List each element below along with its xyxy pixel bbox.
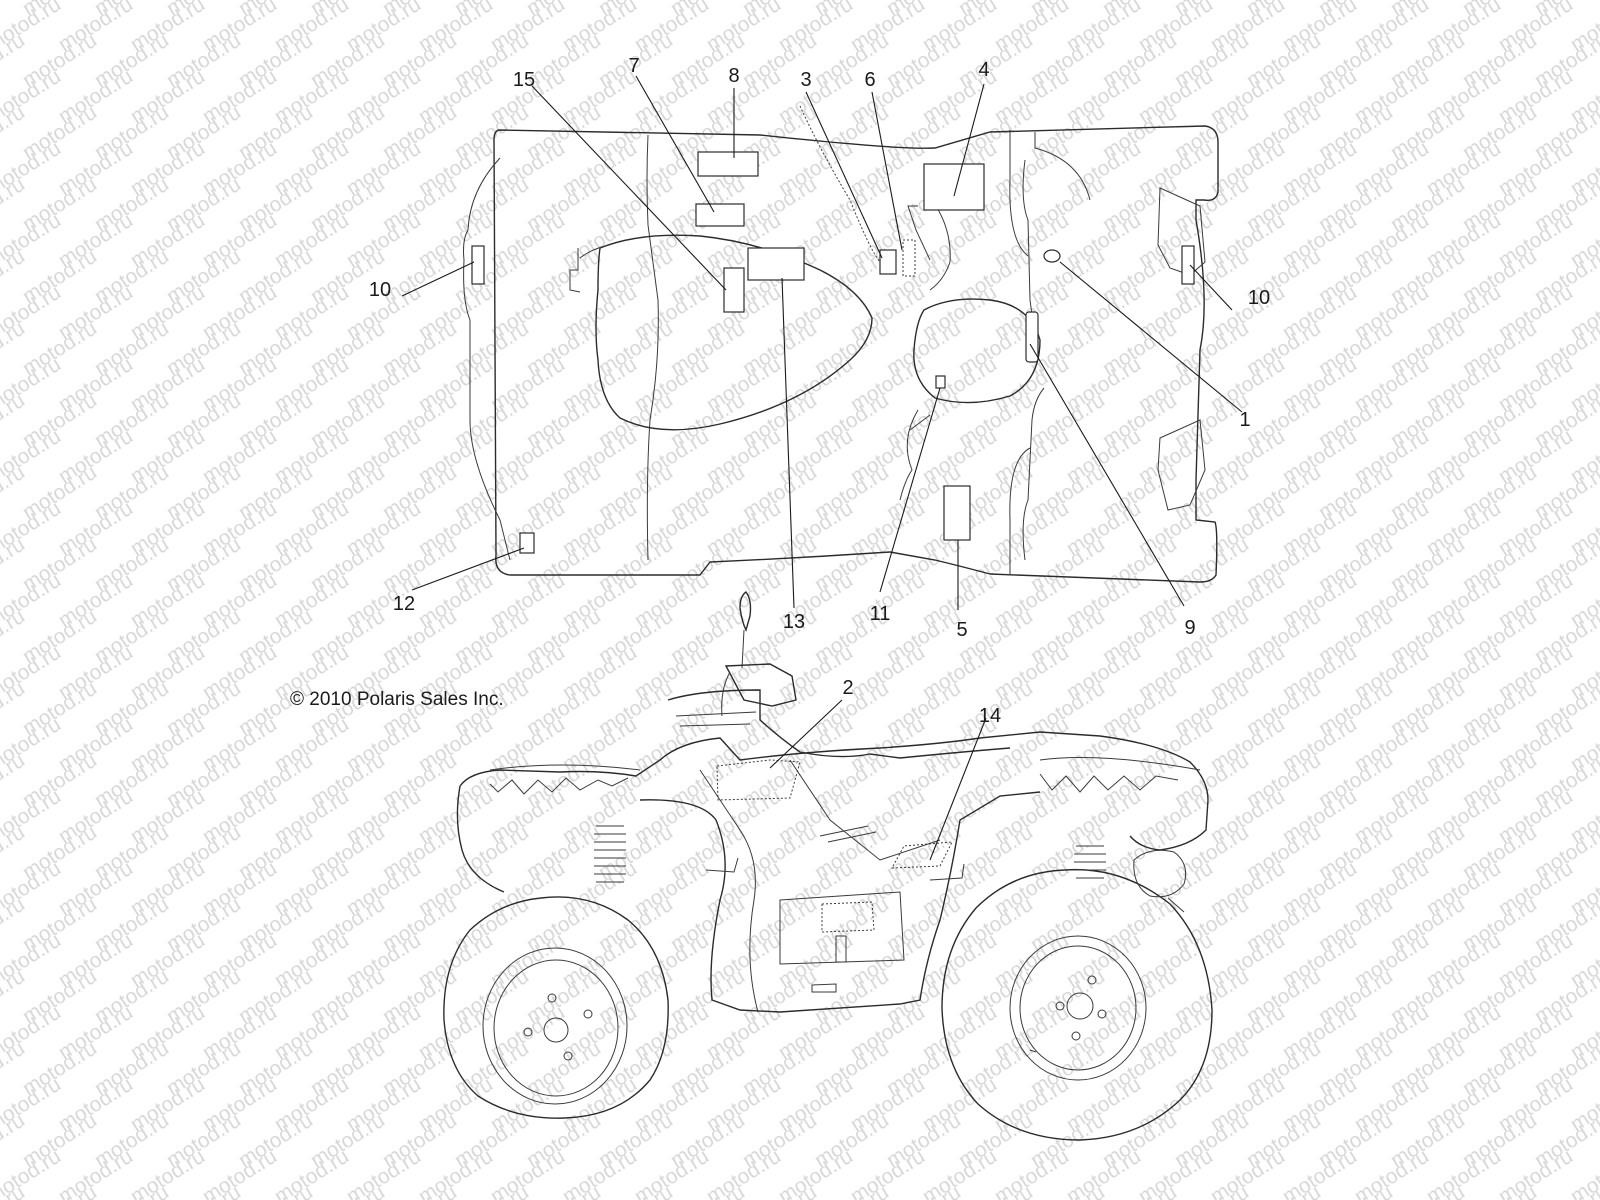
callout-14: 14 xyxy=(979,705,1001,727)
callout-4: 4 xyxy=(978,59,989,81)
callout-6: 6 xyxy=(864,69,875,91)
callout-11: 11 xyxy=(870,603,891,625)
callout-8: 8 xyxy=(728,65,739,87)
callout-3: 3 xyxy=(800,69,811,91)
callout-2: 2 xyxy=(842,677,853,699)
callout-7: 7 xyxy=(628,55,639,77)
callout-10-right: 10 xyxy=(1248,287,1270,309)
callout-12: 12 xyxy=(393,593,415,615)
callout-15: 15 xyxy=(513,69,535,91)
callout-1: 1 xyxy=(1239,409,1250,431)
callout-5: 5 xyxy=(956,619,967,641)
copyright-notice: © 2010 Polaris Sales Inc. xyxy=(290,689,504,710)
callout-9: 9 xyxy=(1184,617,1195,639)
callout-10-left: 10 xyxy=(369,279,391,301)
callout-13: 13 xyxy=(783,611,805,633)
